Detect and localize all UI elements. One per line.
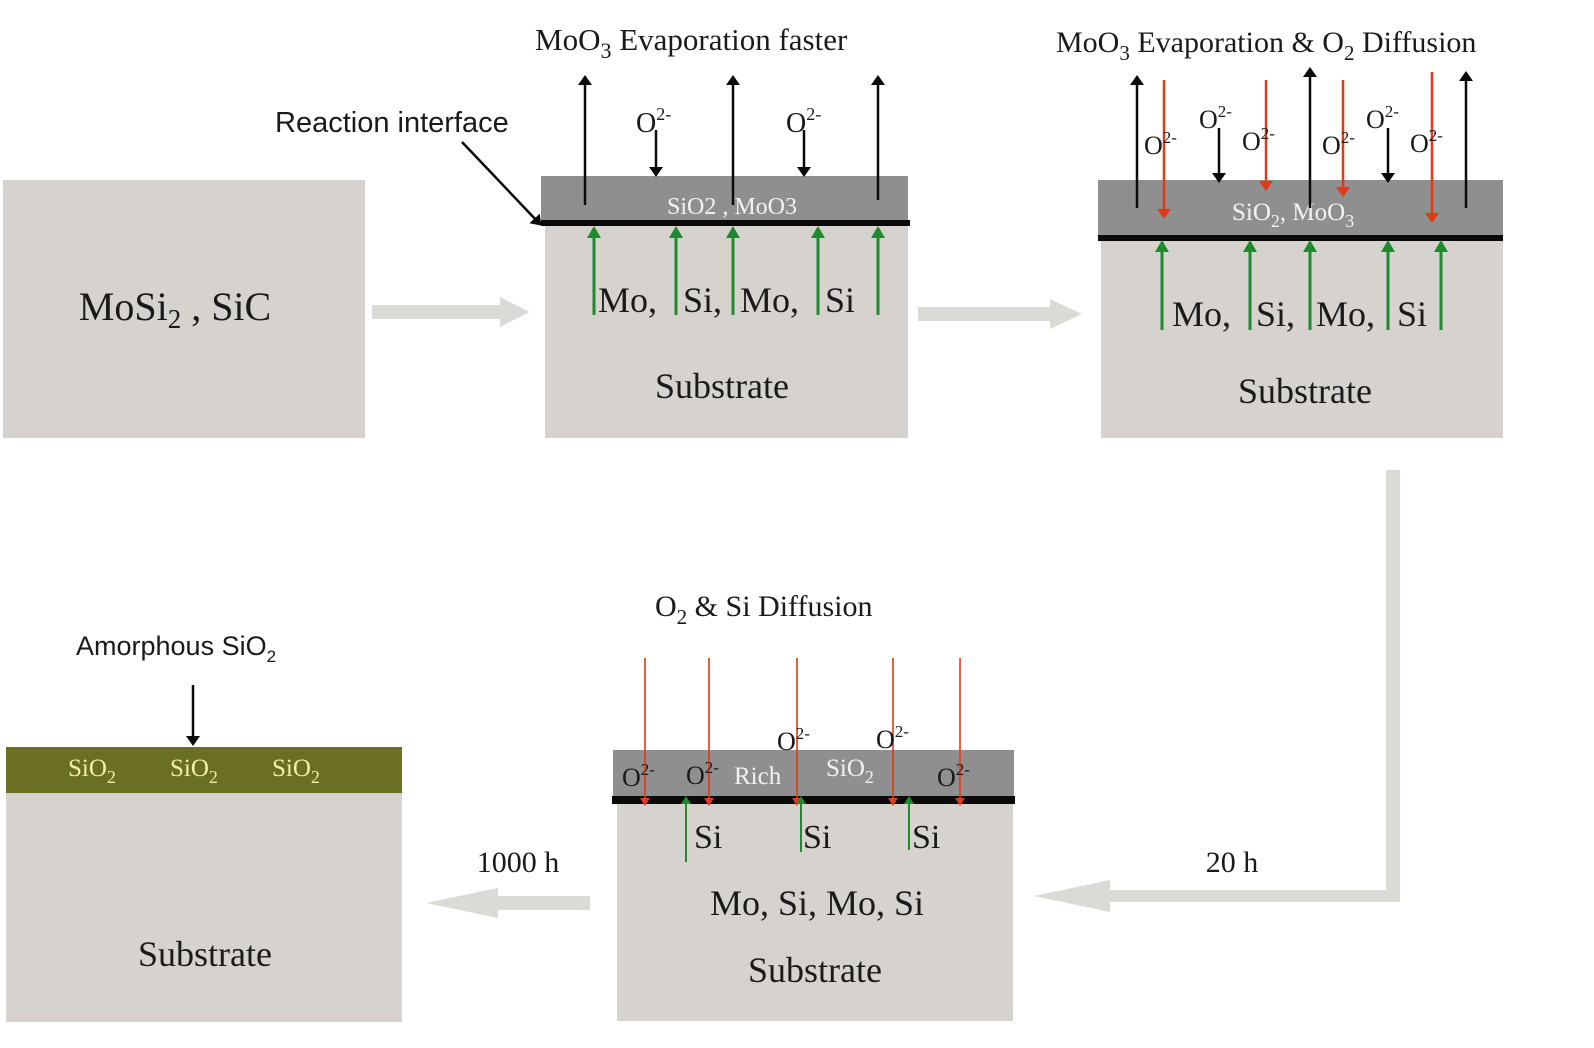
stage-4-rich-label: Rich <box>734 763 782 790</box>
stage-3-metal-label: Si, <box>1256 294 1295 334</box>
stage-4-oxide-label: SiO2 <box>826 755 874 787</box>
oxygen-ion-label: O2- <box>1366 102 1399 134</box>
stage-1-block <box>3 180 365 438</box>
stage-2-metal-label: Mo, <box>598 280 657 320</box>
stage-4-substrate-label: Substrate <box>748 950 882 990</box>
stage-4-oxide-layer <box>613 750 1014 798</box>
oxygen-ion-label: O2- <box>1144 128 1177 160</box>
oxygen-ion-label: O2- <box>777 724 810 756</box>
stage-5: Amorphous SiO2 SiO2 SiO2 SiO2 Substrate <box>6 631 402 1022</box>
stage-4-si-label: Si <box>803 819 831 856</box>
stage-1-label: MoSi2 , SiC <box>79 284 271 334</box>
reaction-interface-label: Reaction interface <box>275 107 509 139</box>
flow-arrow-2-3 <box>918 299 1082 329</box>
stage-4-title: O2 & Si Diffusion <box>655 590 872 629</box>
oxygen-ion-label: O2- <box>1242 124 1275 156</box>
duration-label-1000h: 1000 h <box>477 846 560 879</box>
stage-5-substrate <box>6 792 402 1022</box>
stage-3-metal-label: Si <box>1397 294 1427 334</box>
stage-4-metal-line: Mo, Si, Mo, Si <box>710 883 924 923</box>
stage-2-metal-label: Si <box>825 280 855 320</box>
duration-label-20h: 20 h <box>1206 846 1259 879</box>
stage-4-si-label: Si <box>912 819 940 856</box>
oxygen-ion-label: O2- <box>1410 126 1443 158</box>
flow-arrow-4-5 <box>426 888 590 918</box>
stage-5-amorphous-layer <box>6 747 402 793</box>
stage-3-substrate <box>1101 240 1503 438</box>
amorphous-sio2-label: Amorphous SiO2 <box>76 631 276 666</box>
oxygen-ion-label: O2- <box>1322 128 1355 160</box>
stage-3-metal-label: Mo, <box>1316 294 1375 334</box>
oxygen-ion-label: O2- <box>786 104 821 139</box>
stage-5-oxide-label: SiO2 <box>68 755 116 787</box>
stage-3: MoO3 Evaporation & O2 Diffusion SiO2, Mo… <box>1056 26 1503 438</box>
stage-4-substrate <box>617 803 1013 1021</box>
stage-2-metal-label: Si, <box>683 280 722 320</box>
oxygen-ion-label: O2- <box>1199 102 1232 134</box>
stage-3-title: MoO3 Evaporation & O2 Diffusion <box>1056 26 1476 65</box>
oxygen-ion-label: O2- <box>937 760 970 792</box>
stage-2-metal-label: Mo, <box>740 280 799 320</box>
stage-5-substrate-label: Substrate <box>138 934 272 974</box>
stage-4: O2 & Si Diffusion O2- O2- O2- O2- O2- Ri… <box>612 590 1015 1021</box>
stage-2-substrate <box>545 225 908 438</box>
stage-5-oxide-label: SiO2 <box>170 755 218 787</box>
flow-arrow-1-2 <box>372 297 530 327</box>
stage-1: MoSi2 , SiC <box>3 180 365 438</box>
oxygen-ion-label: O2- <box>622 760 655 792</box>
oxygen-ion-label: O2- <box>636 104 671 139</box>
stage-3-substrate-label: Substrate <box>1238 371 1372 411</box>
stage-4-si-label: Si <box>694 819 722 856</box>
stage-3-oxide-label: SiO2, MoO3 <box>1232 199 1354 231</box>
stage-2-oxide-layer <box>541 176 908 223</box>
stage-2-substrate-label: Substrate <box>655 366 789 406</box>
oxygen-ion-label: O2- <box>876 722 909 754</box>
reaction-interface-pointer <box>461 141 542 226</box>
stage-2-title: MoO3 Evaporation faster <box>535 22 848 63</box>
stage-5-oxide-label: SiO2 <box>272 755 320 787</box>
stage-3-metal-label: Mo, <box>1172 294 1231 334</box>
stage-2: MoO3 Evaporation faster SiO2 , MoO3 Reac… <box>275 22 910 438</box>
oxygen-ion-label: O2- <box>686 758 719 790</box>
